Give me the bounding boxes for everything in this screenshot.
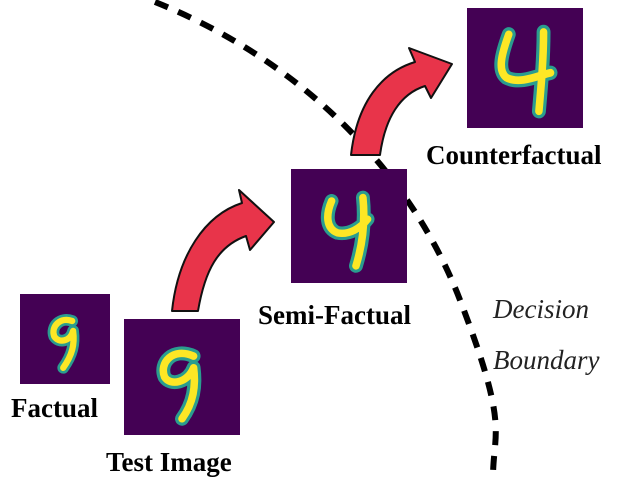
- semi-factual-image: [291, 169, 407, 283]
- semi-factual-label: Semi-Factual: [258, 300, 411, 330]
- arrow-semifactual-to-counterfactual: [350, 47, 453, 156]
- test-image: [124, 319, 240, 435]
- factual-label: Factual: [11, 393, 98, 423]
- decision-boundary-path: [153, 0, 499, 479]
- test-image-label: Test Image: [106, 447, 232, 477]
- counterfactual-label: Counterfactual: [426, 140, 602, 170]
- decision-boundary-label-line2: Boundary: [493, 345, 600, 375]
- arrow-test-to-semifactual: [171, 189, 275, 312]
- decision-boundary-label-line1: Decision: [493, 294, 589, 324]
- factual-image: [20, 294, 110, 384]
- counterfactual-image: [467, 8, 583, 128]
